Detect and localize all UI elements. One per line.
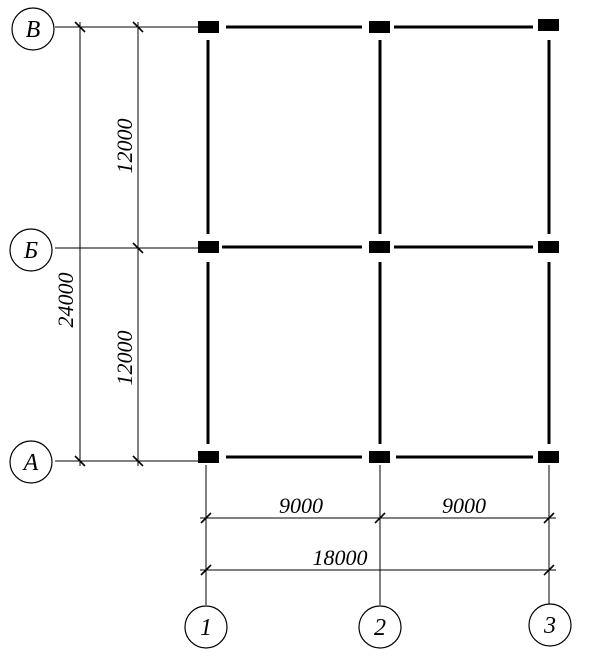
axis-bubble-a: А <box>9 440 53 484</box>
axis-bubble-3: 3 <box>528 603 572 647</box>
axis-label-1: 1 <box>200 615 212 641</box>
axis-bubble-b: Б <box>9 228 53 272</box>
dim-vertical-total: 24000 <box>53 273 78 328</box>
dim-horizontal-left: 9000 <box>279 493 323 518</box>
letter-axis-extension-lines <box>55 26 200 462</box>
axis-label-2: 2 <box>374 615 386 641</box>
dim-horizontal-right: 9000 <box>442 493 486 518</box>
beams <box>206 25 551 459</box>
dim-vertical-lower: 12000 <box>112 331 137 386</box>
axis-label-v: В <box>26 17 41 43</box>
axis-label-3: 3 <box>543 613 556 639</box>
horizontal-dimension-lines <box>200 512 556 576</box>
dim-vertical-upper: 12000 <box>112 119 137 174</box>
axis-bubble-1: 1 <box>184 605 228 649</box>
vertical-dimension-lines <box>74 21 144 467</box>
dim-horizontal-total: 18000 <box>313 545 368 570</box>
number-axis-extension-lines <box>205 465 550 605</box>
axis-label-a: А <box>22 450 39 476</box>
axis-bubble-2: 2 <box>358 605 402 649</box>
axis-bubble-v: В <box>11 7 55 51</box>
columns <box>198 19 559 463</box>
axis-label-b: Б <box>23 238 38 264</box>
